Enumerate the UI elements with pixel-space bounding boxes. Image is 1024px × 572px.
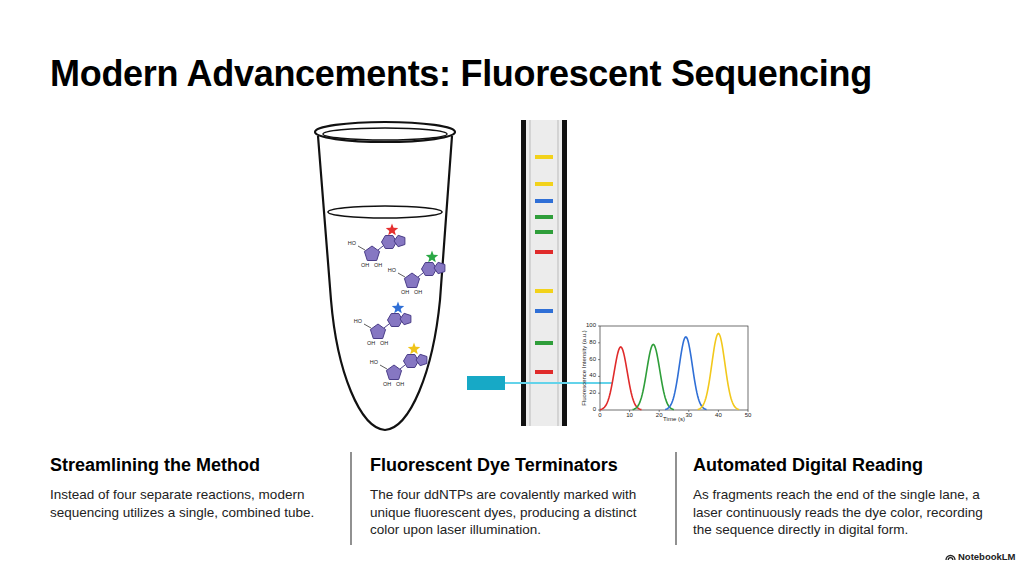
- band: [535, 370, 553, 374]
- tube-wall: [318, 136, 452, 430]
- molecule-label: OH: [361, 262, 369, 269]
- brand-icon: [946, 556, 955, 561]
- gel-lane: [521, 120, 567, 426]
- column-text: The four ddNTPs are covalently marked wi…: [370, 486, 662, 539]
- axis-label: Time (s): [663, 416, 685, 423]
- tick-label: 80: [589, 339, 596, 346]
- sugar-ring: [404, 273, 419, 288]
- tick-label: 100: [586, 322, 596, 329]
- molecules: [358, 224, 445, 380]
- gel: [526, 120, 562, 426]
- tick-label: 50: [745, 412, 752, 419]
- tick-label: 60: [589, 356, 596, 363]
- band: [535, 215, 553, 219]
- gel-edge: [558, 120, 559, 426]
- axis-label: Fluorescence Intensity (a.u.): [581, 330, 588, 406]
- laser-beam: [505, 382, 612, 384]
- peak: [600, 347, 641, 410]
- nucleotide: [380, 343, 427, 380]
- peak: [698, 334, 739, 410]
- dye-star: [392, 302, 404, 314]
- column-text: As fragments reach the end of the single…: [693, 486, 993, 539]
- nucleotide: [398, 251, 445, 288]
- gel-wall: [562, 120, 567, 426]
- laser: [467, 376, 505, 390]
- base-ring: [400, 313, 411, 324]
- molecule-label: HO: [370, 359, 378, 366]
- nucleotide: [358, 224, 405, 261]
- tube-rim-inner: [323, 128, 447, 140]
- dye-star: [408, 343, 420, 355]
- chart-frame: [600, 326, 748, 410]
- column-heading: Streamlining the Method: [50, 455, 260, 477]
- nucleotide: [364, 302, 411, 339]
- base-ring: [434, 262, 445, 273]
- tube: [315, 122, 455, 430]
- dye-star: [426, 251, 438, 263]
- column-heading: Automated Digital Reading: [693, 455, 923, 477]
- chart: [598, 326, 748, 412]
- column-heading: Fluorescent Dye Terminators: [370, 455, 618, 477]
- base-ring: [416, 354, 427, 365]
- sugar-ring: [386, 365, 401, 380]
- title: Modern Advancements: Fluorescent Sequenc…: [50, 52, 872, 95]
- sugar-ring: [370, 324, 385, 339]
- divider: [675, 452, 676, 545]
- tick-label: 20: [656, 412, 663, 419]
- band: [535, 199, 553, 203]
- base-ring: [394, 235, 405, 246]
- molecule-label: HO: [348, 240, 356, 247]
- tick-label: 10: [626, 412, 633, 419]
- divider: [350, 452, 351, 545]
- bands: [535, 155, 553, 374]
- band: [535, 230, 553, 234]
- dye-star: [386, 224, 398, 236]
- molecule-label: OH: [367, 340, 375, 347]
- molecule-label: OH: [396, 381, 404, 388]
- tick-label: 0: [598, 412, 601, 419]
- watermark: NotebookLM: [958, 551, 1016, 562]
- molecule-label: HO: [388, 267, 396, 274]
- band: [535, 250, 553, 254]
- molecule-label: OH: [374, 262, 382, 269]
- gel-edge: [530, 120, 531, 426]
- liquid-surface: [328, 206, 442, 218]
- band: [535, 289, 553, 293]
- molecule-label: OH: [380, 340, 388, 347]
- band: [535, 182, 553, 186]
- molecule-label: OH: [401, 289, 409, 296]
- band: [535, 155, 553, 159]
- molecule-label: OH: [414, 289, 422, 296]
- tick-label: 40: [589, 373, 596, 380]
- sugar-ring: [364, 246, 379, 261]
- band: [535, 309, 553, 313]
- tick-label: 0: [593, 406, 596, 413]
- peak: [665, 337, 706, 410]
- tick-label: 20: [589, 390, 596, 397]
- column-text: Instead of four separate reactions, mode…: [50, 486, 342, 521]
- tick-label: 30: [685, 412, 692, 419]
- tube-rim: [315, 122, 455, 142]
- tick-label: 40: [715, 412, 722, 419]
- band: [535, 341, 553, 345]
- gel-wall: [521, 120, 526, 426]
- molecule-label: OH: [383, 381, 391, 388]
- molecule-label: HO: [354, 318, 362, 325]
- peak: [633, 344, 674, 409]
